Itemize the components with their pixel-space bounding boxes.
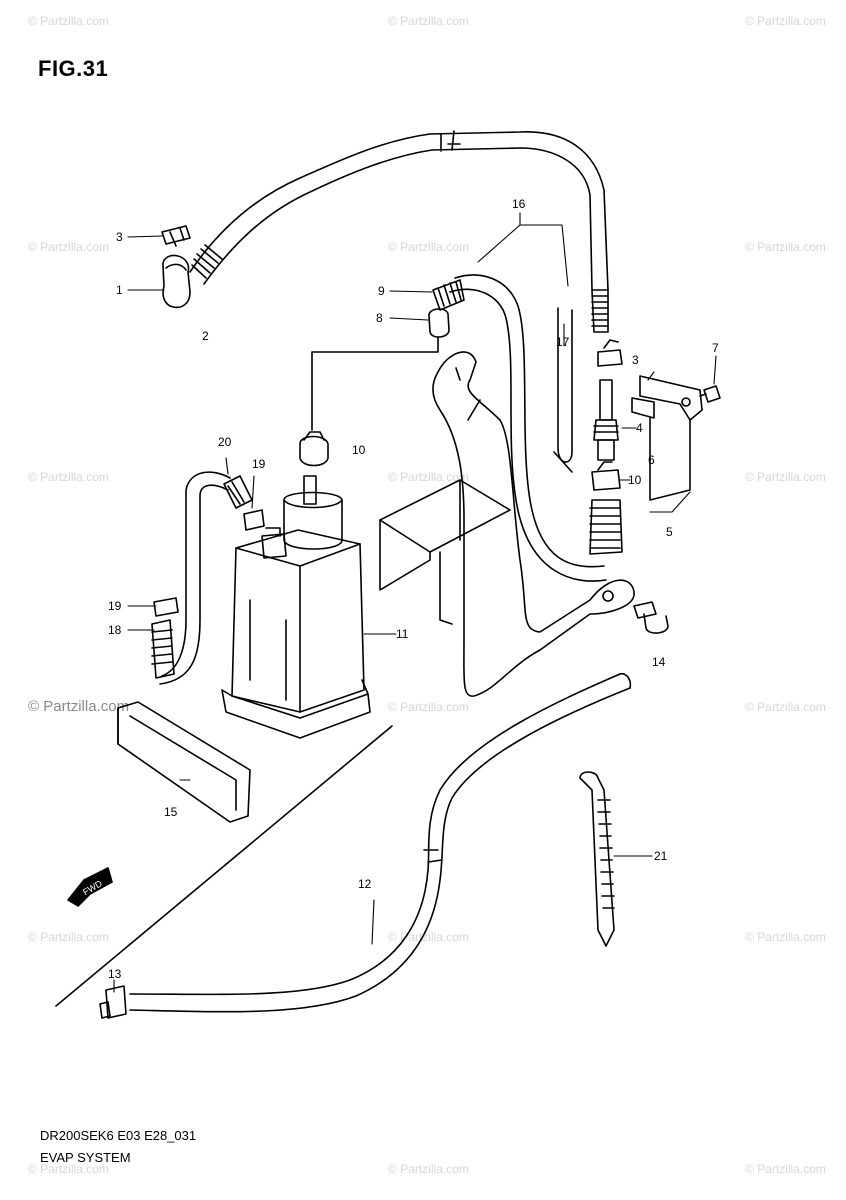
hose-20	[159, 471, 231, 685]
callout-21: 21	[654, 849, 668, 863]
bracket-assembly	[432, 351, 635, 697]
watermark: © Partzilla.com	[388, 700, 469, 714]
mount-plate	[379, 479, 511, 625]
callout-15: 15	[164, 805, 178, 819]
leader-line	[311, 337, 439, 431]
callout-3: 3	[116, 230, 123, 244]
callout-12: 12	[358, 877, 372, 891]
watermark: © Partzilla.com	[745, 1162, 826, 1176]
callout-9: 9	[378, 284, 385, 298]
bracket-part-6	[631, 375, 703, 501]
watermark-main: © Partzilla.com	[28, 698, 130, 715]
callout-4: 4	[636, 421, 643, 435]
figure-title: FIG.31	[38, 56, 109, 81]
callout-6: 6	[648, 453, 655, 467]
bolt-part-7	[699, 385, 721, 403]
canister-part-11	[221, 475, 371, 739]
hose-2	[189, 130, 609, 333]
bolt-part-14	[633, 601, 669, 634]
callout-leaders	[113, 212, 717, 993]
watermark: © Partzilla.com	[28, 930, 109, 944]
clamp-part-3-top	[161, 225, 191, 247]
hose-part-12	[129, 672, 632, 1013]
watermark: © Partzilla.com	[388, 14, 469, 28]
fwd-arrow-icon: FWD	[67, 867, 113, 907]
callout-17: 17	[556, 335, 570, 349]
watermark: © Partzilla.com	[745, 240, 826, 254]
callout-11: 11	[396, 627, 409, 641]
system-name: EVAP SYSTEM	[40, 1150, 131, 1165]
watermark: © Partzilla.com	[28, 14, 109, 28]
watermark: © Partzilla.com	[745, 14, 826, 28]
cable-tie-part-21	[579, 771, 615, 947]
watermark: © Partzilla.com	[28, 470, 109, 484]
clamp-part-3-right	[597, 339, 623, 367]
watermark: © Partzilla.com	[388, 1162, 469, 1176]
reference-line	[55, 725, 393, 1007]
callout-16: 16	[512, 197, 526, 211]
clamp-part-10-right	[591, 461, 621, 491]
callout-14: 14	[652, 655, 666, 669]
callout-10-b: 10	[628, 473, 642, 487]
callout-3-b: 3	[632, 353, 639, 367]
strap-part-15	[117, 701, 251, 823]
hose-end-corrugated	[589, 499, 623, 555]
callout-13: 13	[108, 967, 122, 981]
watermark: © Partzilla.com	[28, 1162, 109, 1176]
watermark: © Partzilla.com	[388, 470, 469, 484]
callout-10: 10	[352, 443, 366, 457]
hose-part-18	[151, 619, 175, 679]
callout-2: 2	[202, 329, 209, 343]
callout-19-b: 19	[108, 599, 122, 613]
callout-7: 7	[712, 341, 719, 355]
callout-19: 19	[252, 457, 266, 471]
watermark: © Partzilla.com	[388, 240, 469, 254]
valve-part-4	[593, 379, 619, 461]
clip-part-13	[99, 985, 127, 1019]
hose-17	[553, 307, 573, 473]
watermark: © Partzilla.com	[745, 930, 826, 944]
watermark: © Partzilla.com	[745, 470, 826, 484]
clamp-part-19-bottom	[153, 597, 179, 617]
callout-18: 18	[108, 623, 122, 637]
callout-8: 8	[376, 311, 383, 325]
watermark: © Partzilla.com	[28, 240, 109, 254]
hose-end-part-20	[223, 475, 253, 509]
watermark: © Partzilla.com	[745, 700, 826, 714]
callout-5: 5	[666, 525, 673, 539]
clamp-part-10-left	[299, 431, 329, 467]
callout-1: 1	[116, 283, 123, 297]
callout-labels: 1 2 3 3 4 5 6 7 8 9 10 10 11 12 13 14 15…	[108, 197, 719, 981]
model-code: DR200SEK6 E03 E28_031	[40, 1128, 197, 1143]
clamp-part-19-top	[243, 509, 265, 531]
callout-20: 20	[218, 435, 232, 449]
elbow-part-1	[162, 254, 191, 309]
hose-16	[428, 274, 607, 582]
